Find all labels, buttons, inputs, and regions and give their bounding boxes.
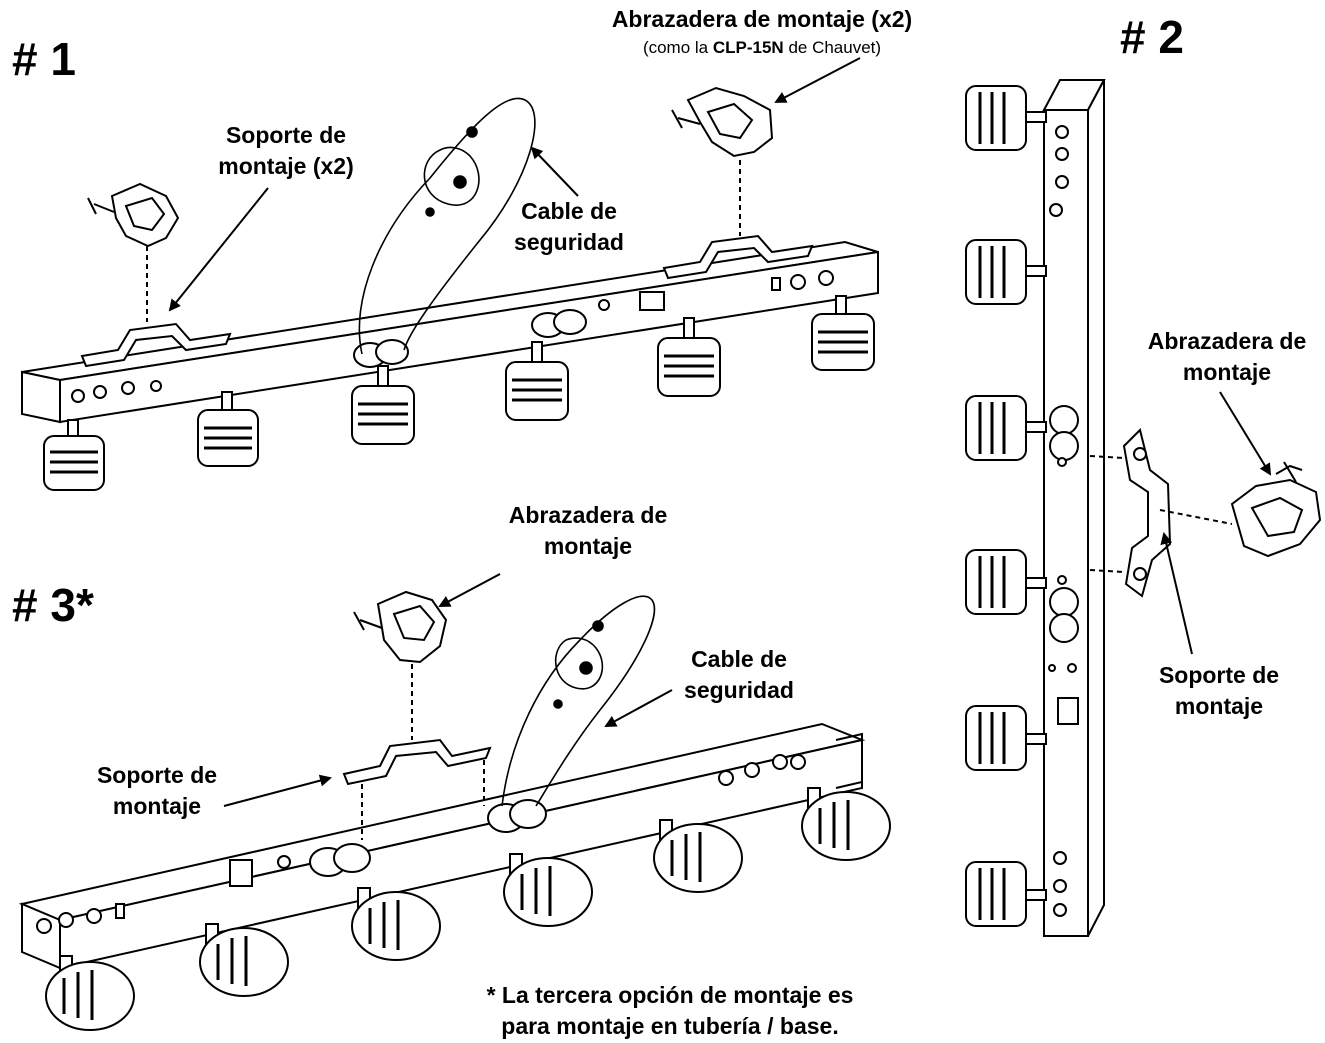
fig2-bracket-line2: montaje — [1174, 693, 1264, 719]
fig1-brackets — [80, 234, 814, 368]
fig2-bracket — [1122, 428, 1172, 598]
fig2-leaders — [1089, 391, 1272, 655]
figure-number-3: # 3* — [12, 579, 94, 631]
fig2-clamp-line2: montaje — [1182, 359, 1272, 385]
fig1-clamp-label: Abrazadera de montaje (x2) — [586, 4, 938, 35]
fig1-bracket-line1: Soporte de — [225, 122, 347, 148]
fig1-cable-line1: Cable de — [521, 198, 617, 224]
footnote-line1: * La tercera opción de montaje es — [486, 982, 854, 1008]
fig2-bracket-label: Soporte de montaje — [1134, 660, 1304, 722]
fig1-clamp-note-pre: (como la — [642, 38, 713, 57]
fig3-bracket-label: Soporte de montaje — [72, 760, 242, 822]
fig3-cable-label: Cable de seguridad — [664, 644, 814, 706]
fig1-clamp-note-post: de Chauvet) — [783, 38, 882, 57]
fig1-cable-line2: seguridad — [514, 229, 624, 255]
fig3-clamp-line2: montaje — [543, 533, 633, 559]
fig1-fixture — [21, 240, 879, 424]
fig1-heads — [43, 295, 875, 491]
fig3-bracket-line2: montaje — [112, 793, 202, 819]
fig3-safety-cable — [501, 595, 656, 807]
figure-number-2: # 2 — [1120, 11, 1184, 63]
footnote-line2: para montaje en tubería / base. — [501, 1013, 839, 1039]
figure-number-1: # 1 — [12, 33, 76, 85]
footnote: * La tercera opción de montaje es para m… — [440, 980, 900, 1042]
fig3-leaders — [223, 573, 673, 840]
fig2-heads — [965, 85, 1047, 927]
fig2-bracket-line1: Soporte de — [1158, 662, 1280, 688]
fig3-clamp-line1: Abrazadera de — [508, 502, 668, 528]
fig1-clamp-title: Abrazadera de montaje (x2) — [611, 6, 913, 32]
fig1-bracket-line2: montaje (x2) — [218, 153, 354, 179]
fig2-fixture — [1042, 79, 1106, 937]
fig3-cable-line1: Cable de — [691, 646, 787, 672]
fig1-clamp-model: CLP-15N — [712, 38, 784, 57]
fig2-clamp-label: Abrazadera de montaje — [1132, 326, 1322, 388]
fig3-heads — [45, 787, 891, 1031]
fig3-cable-line2: seguridad — [684, 677, 794, 703]
fig1-clamps — [87, 86, 774, 248]
fig1-leaders — [146, 57, 861, 322]
fig1-clamp-note: (como la CLP-15N de Chauvet) — [586, 38, 938, 58]
fig3-fixture — [18, 722, 866, 970]
fig3-clamp — [353, 590, 448, 664]
fig2-clamp-line1: Abrazadera de — [1147, 328, 1307, 354]
fig1-cable-label: Cable de seguridad — [494, 196, 644, 258]
fig1-safety-cable — [358, 97, 536, 355]
fig3-clamp-label: Abrazadera de montaje — [488, 500, 688, 562]
fig1-bracket-label: Soporte de montaje (x2) — [196, 120, 376, 182]
fig3-bracket-line1: Soporte de — [96, 762, 218, 788]
fig3-bracket — [342, 738, 492, 786]
fig2-clamp — [1230, 461, 1322, 558]
